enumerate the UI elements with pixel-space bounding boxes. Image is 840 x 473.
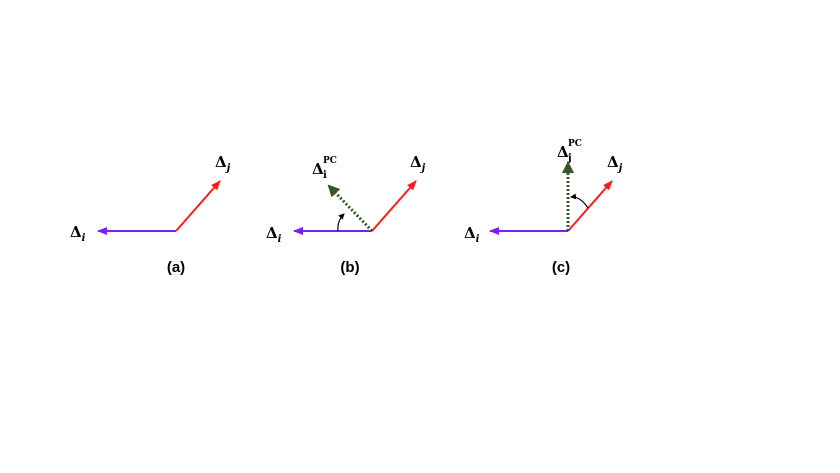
- delta-j-arrow: [371, 180, 417, 232]
- rotation-arc: [570, 193, 589, 209]
- svg-text:Δ: Δ: [312, 160, 324, 178]
- panel-b: Δi Δj Δ i PC (b): [266, 153, 426, 276]
- delta-i-label: Δi: [70, 223, 86, 244]
- rotation-arc: [337, 213, 345, 232]
- svg-text:Δ: Δ: [557, 143, 569, 161]
- delta-j-arrow: [567, 180, 613, 232]
- delta-j-label: Δj: [607, 153, 623, 174]
- svg-text:j: j: [567, 153, 572, 164]
- delta-j-label: Δj: [215, 153, 231, 174]
- delta-i-pc-label: Δ i PC: [312, 156, 337, 181]
- svg-text:PC: PC: [323, 156, 337, 166]
- caption-c: (c): [552, 259, 570, 276]
- panel-a: Δi Δj (a): [70, 153, 231, 276]
- delta-j-arrow: [175, 180, 221, 232]
- delta-i-label: Δi: [464, 224, 480, 245]
- svg-text:i: i: [323, 170, 327, 181]
- caption-a: (a): [167, 259, 185, 276]
- delta-j-label: Δj: [410, 153, 426, 174]
- panel-c: Δi Δj Δ j PC (c): [464, 139, 623, 276]
- delta-j-pc-label: Δ j PC: [557, 139, 582, 164]
- caption-b: (b): [340, 259, 359, 276]
- delta-i-pc-arrow: [327, 184, 374, 233]
- delta-i-label: Δi: [266, 224, 282, 245]
- svg-text:PC: PC: [568, 139, 582, 149]
